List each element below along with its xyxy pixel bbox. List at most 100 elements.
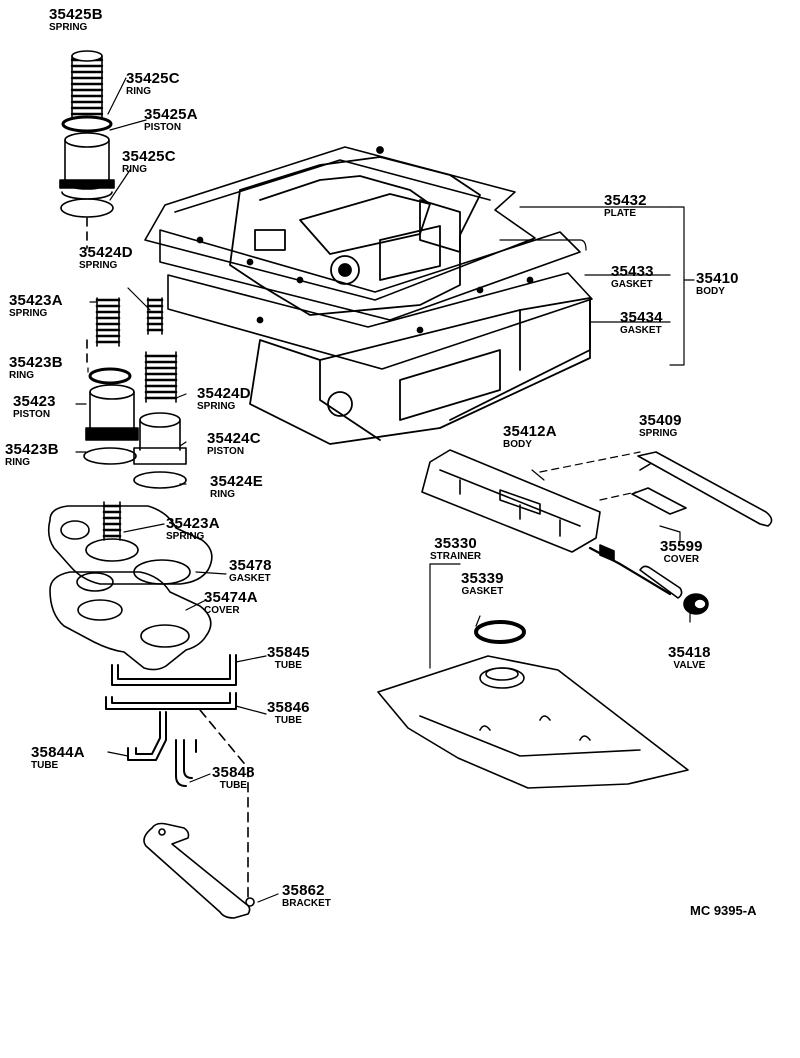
plate-35432-drawing <box>144 146 536 301</box>
piston-35425a-drawing <box>59 132 115 200</box>
lower-valve-body-drawing <box>196 146 591 445</box>
center-line-bracket <box>199 709 249 899</box>
part-number: 35339 <box>461 570 504 587</box>
part-name: SPRING <box>9 308 48 319</box>
part-name: PLATE <box>604 208 637 219</box>
ring-35423b-upper-drawing <box>88 367 132 385</box>
piston-35423-drawing <box>85 384 139 441</box>
part-number: 35424C <box>207 430 261 447</box>
ring-35424e-drawing <box>133 471 187 489</box>
part-name: COVER <box>663 554 700 565</box>
part-number: 35433 <box>611 263 654 280</box>
part-number: 35423B <box>9 354 63 371</box>
gasket-35434-drawing <box>167 272 593 370</box>
part-name: COVER <box>204 605 240 616</box>
part-number: 35410 <box>696 270 739 287</box>
part-number: 35423A <box>166 515 220 532</box>
part-name: GASKET <box>229 573 271 584</box>
strainer-35330-drawing <box>377 655 689 789</box>
part-name: GASKET <box>611 279 653 290</box>
gasket-35478-drawing <box>47 505 213 585</box>
part-name: PISTON <box>144 122 182 133</box>
part-name: RING <box>210 489 235 500</box>
part-name: SPRING <box>49 22 88 33</box>
leader-35412a <box>531 469 545 481</box>
part-name: SPRING <box>197 401 236 412</box>
cover-35474a-drawing <box>49 571 212 671</box>
part-number: 35418 <box>668 644 711 661</box>
part-name: VALVE <box>673 660 706 671</box>
part-name: TUBE <box>274 660 302 671</box>
part-name: PISTON <box>13 409 51 420</box>
leader-lines <box>75 77 691 903</box>
tube-35846-drawing <box>105 692 237 710</box>
piston-35424c-drawing <box>133 412 187 465</box>
part-number: 35423 <box>13 393 56 410</box>
part-name: TUBE <box>31 760 59 771</box>
ring-35423b-lower-drawing <box>83 447 137 465</box>
spring-35423a-drawing <box>95 297 121 347</box>
upper-valve-body-drawing <box>229 156 481 316</box>
part-number: 35846 <box>267 699 310 716</box>
part-number: 35424D <box>197 385 251 402</box>
gasket-35433-drawing <box>159 229 581 321</box>
part-number: 35844A <box>31 744 85 761</box>
part-number: 35424E <box>210 473 263 490</box>
diagram-code: MC 9395-A <box>690 903 757 918</box>
ring-35425c-lower-drawing <box>60 198 114 218</box>
part-name: TUBE <box>219 780 247 791</box>
part-name: BRACKET <box>282 898 331 909</box>
part-number: 35425C <box>122 148 176 165</box>
gasket-35339-drawing <box>474 620 526 644</box>
part-name: SPRING <box>639 428 678 439</box>
valve-35418-drawing <box>588 544 709 615</box>
part-number: 35330 <box>434 535 477 552</box>
part-number: 35425C <box>126 70 180 87</box>
part-name: GASKET <box>620 325 662 336</box>
part-name: SPRING <box>166 531 205 542</box>
body-35410-bracket-lines <box>499 206 695 366</box>
part-number: 35434 <box>620 309 663 326</box>
spring-35424d-small-drawing <box>146 297 164 335</box>
part-number: 35848 <box>212 764 255 781</box>
part-number: 35424D <box>79 244 133 261</box>
part-name: BODY <box>696 286 725 297</box>
part-name: RING <box>126 86 151 97</box>
part-name: RING <box>9 370 34 381</box>
tube-35848-drawing <box>175 739 197 787</box>
strainer-bracket-lines <box>429 563 461 669</box>
part-name: STRAINER <box>430 551 482 562</box>
part-name: SPRING <box>79 260 118 271</box>
spring-35424d-large-drawing <box>144 351 178 403</box>
part-name: TUBE <box>274 715 302 726</box>
part-number: 35412A <box>503 423 557 440</box>
part-number: 35409 <box>639 412 682 429</box>
tube-35845-drawing <box>111 654 237 686</box>
